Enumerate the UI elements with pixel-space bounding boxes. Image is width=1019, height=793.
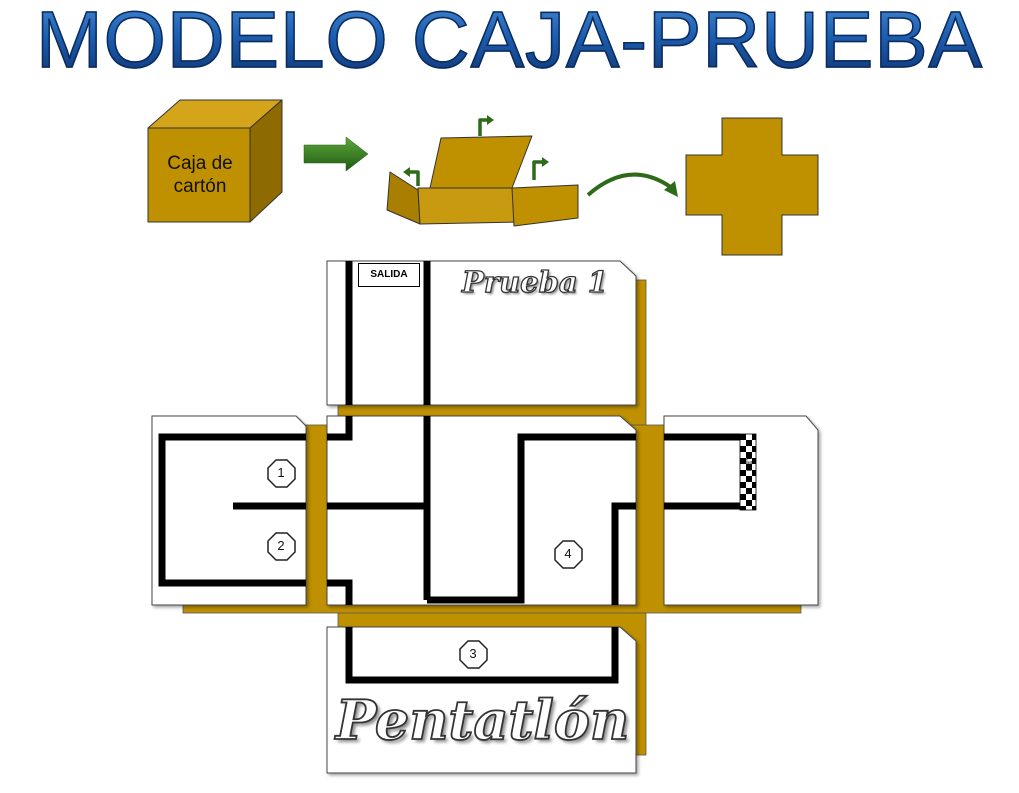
- right-arrow-icon: [303, 136, 369, 172]
- top-face-title: Prueba 1: [461, 264, 608, 299]
- start-label: SALIDA: [358, 263, 420, 287]
- checkpoint-1-icon: [267, 459, 296, 488]
- face-top: [326, 260, 637, 406]
- box-label: Caja de cartón: [167, 153, 233, 197]
- face-bottom: [326, 626, 637, 774]
- cardboard-box-icon: [147, 99, 283, 223]
- checkpoint-3-number: 3: [469, 646, 477, 661]
- checkpoint-markers: [267, 459, 583, 669]
- unfolding-box-icon: [386, 115, 579, 227]
- maze-path: [158, 261, 740, 684]
- net-faces: [151, 260, 819, 774]
- cross-shape-icon: [685, 117, 819, 256]
- checkpoint-4-icon: [554, 540, 583, 569]
- finish-line: [739, 433, 757, 511]
- checkpoint-2-number: 2: [277, 538, 285, 553]
- face-center: [326, 415, 637, 606]
- page-title: MODELO CAJA-PRUEBA: [0, 0, 1019, 86]
- finish-label: META: [746, 451, 754, 472]
- checkpoint-4-number: 4: [564, 546, 572, 561]
- checkpoint-3-icon: [459, 640, 488, 669]
- curved-arrow-icon: [586, 172, 674, 197]
- checkpoint-1-number: 1: [277, 465, 285, 480]
- face-right: [663, 415, 819, 606]
- face-left: [151, 415, 307, 606]
- bottom-face-title: Pentatlón: [335, 687, 630, 753]
- checkpoint-2-icon: [267, 532, 296, 561]
